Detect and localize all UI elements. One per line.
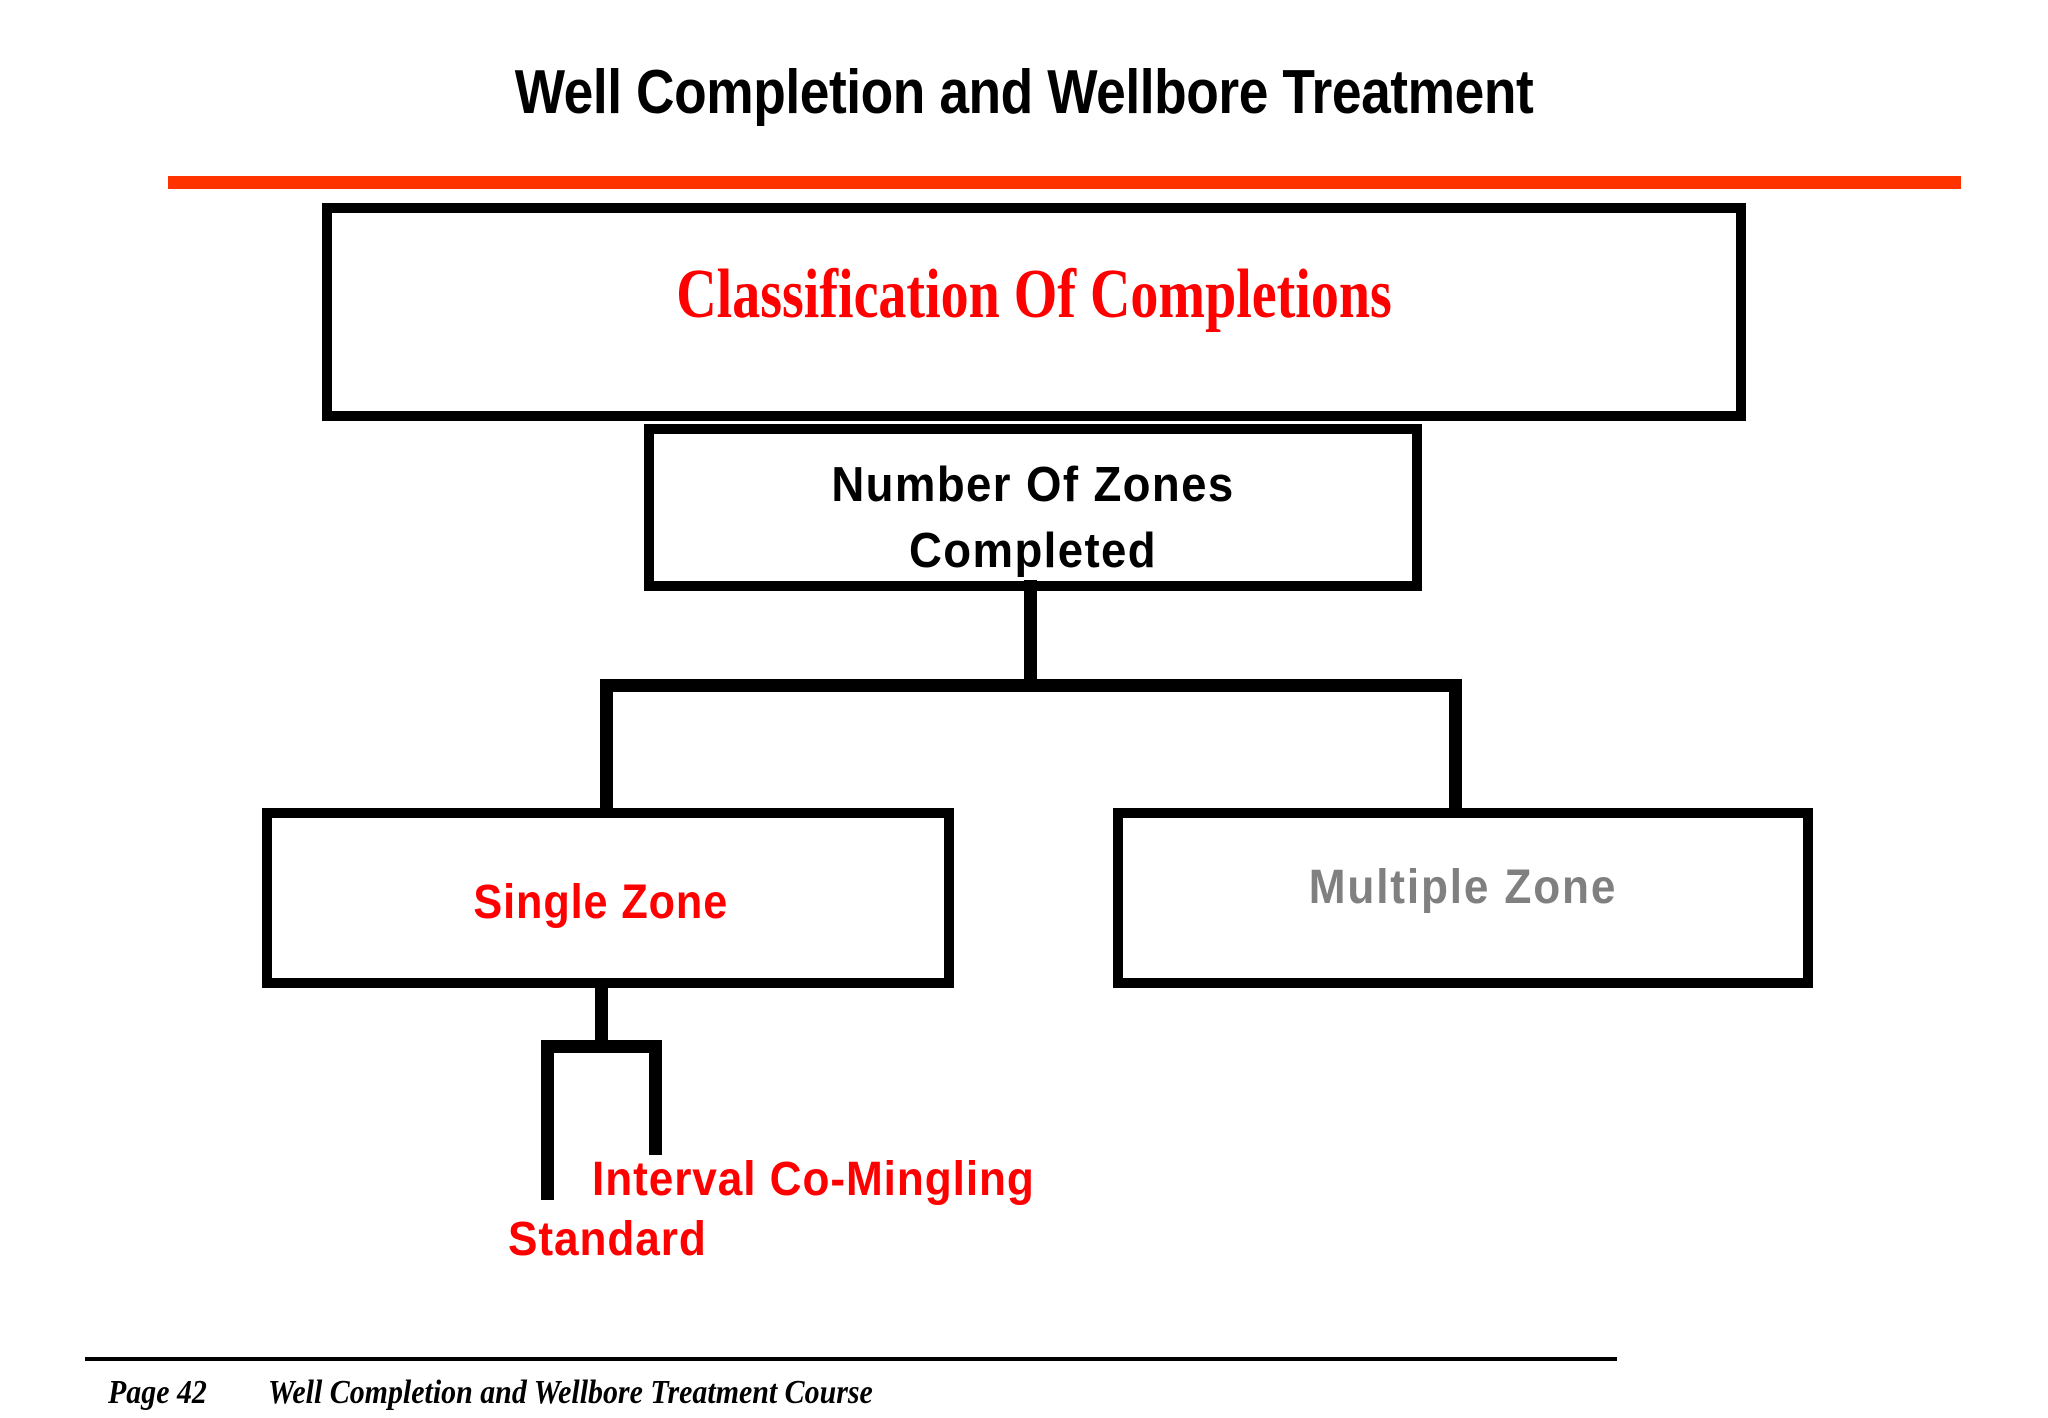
node-zones-label: Number Of Zones Completed (681, 452, 1386, 584)
footer-page-number: Page 42 (108, 1374, 207, 1411)
node-standard-label: Standard (508, 1213, 707, 1266)
node-classification-label: Classification Of Completions (676, 256, 1392, 333)
connector-single-zone-stem (595, 980, 608, 1050)
footer-course-title: Well Completion and Wellbore Treatment C… (268, 1374, 873, 1411)
connector-zones-to-single-zone (600, 679, 613, 815)
connector-single-zone-to-interval-comingling (649, 1040, 662, 1155)
connector-zones-stem (1024, 580, 1037, 690)
connector-single-zone-to-standard (541, 1040, 554, 1200)
connector-single-zone-split-bar (541, 1040, 662, 1053)
connector-zones-split-bar (600, 679, 1462, 692)
connector-zones-to-multiple-zone (1449, 679, 1462, 815)
node-single-zone[interactable]: Single Zone (262, 808, 954, 988)
node-classification-of-completions[interactable]: Classification Of Completions (322, 203, 1746, 421)
node-zones-label-line1: Number Of Zones (831, 458, 1235, 512)
page-title: Well Completion and Wellbore Treatment (514, 58, 1534, 127)
node-zones-label-line2: Completed (908, 524, 1158, 578)
node-multiple-zone[interactable]: Multiple Zone (1113, 808, 1813, 988)
node-single-zone-label: Single Zone (473, 876, 729, 929)
node-number-of-zones-completed[interactable]: Number Of Zones Completed (644, 424, 1422, 591)
title-accent-rule (168, 176, 1961, 189)
footer-divider (85, 1357, 1617, 1361)
node-multiple-zone-label: Multiple Zone (1308, 861, 1618, 914)
node-interval-comingling-label: Interval Co-Mingling (592, 1153, 1035, 1206)
